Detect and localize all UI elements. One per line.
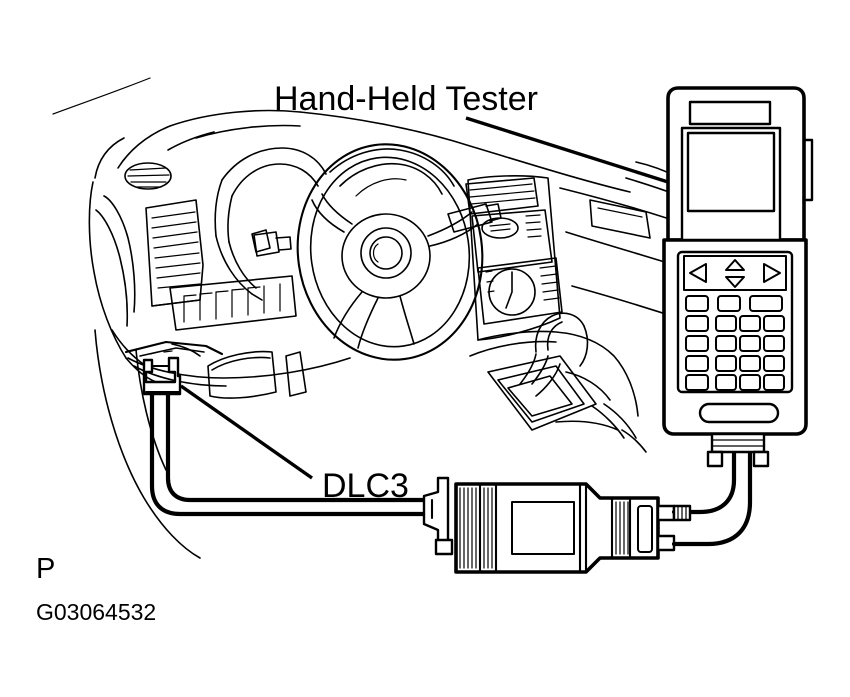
adapter-to-tester-cable <box>671 449 753 547</box>
label-panel <box>511 501 575 555</box>
enter-button[interactable] <box>698 402 780 424</box>
keypad-button[interactable] <box>739 355 761 372</box>
keypad-button[interactable] <box>685 374 709 391</box>
callout-label-dlc3: DLC3 <box>322 467 409 505</box>
glove-box <box>207 350 307 399</box>
keypad-button[interactable] <box>715 315 737 332</box>
steering-wheel-hub <box>341 213 431 299</box>
dlc3-interface-adapter <box>454 482 676 574</box>
keypad-button[interactable] <box>685 355 709 372</box>
dash-underside <box>124 340 351 387</box>
keypad-button[interactable] <box>763 374 785 391</box>
function-button[interactable] <box>717 295 741 312</box>
keypad-grid <box>685 315 785 391</box>
speaker-grille <box>124 162 172 190</box>
function-button[interactable] <box>685 295 709 312</box>
lcd-screen <box>686 131 776 213</box>
windshield-line <box>52 77 151 115</box>
center-stack <box>465 175 563 341</box>
center-console <box>469 312 647 453</box>
speaker-slot <box>688 100 772 126</box>
keypad-button[interactable] <box>763 315 785 332</box>
up-arrow[interactable] <box>725 259 745 271</box>
down-arrow[interactable] <box>725 276 745 288</box>
keypad-button[interactable] <box>685 335 709 352</box>
instrument-cluster <box>214 147 327 301</box>
keypad-button[interactable] <box>715 374 737 391</box>
keypad-button[interactable] <box>763 335 785 352</box>
tester-cable-connector <box>610 496 676 560</box>
audio-head-unit <box>471 209 553 273</box>
leader-line-dlc3 <box>180 384 313 480</box>
scan-tool-device <box>662 86 814 468</box>
keypad-button[interactable] <box>715 335 737 352</box>
vent-ribs <box>459 482 498 574</box>
keypad-button[interactable] <box>763 355 785 372</box>
leader-line-hand-held-tester <box>465 116 669 184</box>
shift-lever <box>534 312 589 367</box>
keypad-button[interactable] <box>739 335 761 352</box>
function-button[interactable] <box>749 295 783 312</box>
dlc3-cable-connector <box>422 476 454 556</box>
side-air-vent <box>145 199 204 307</box>
callout-leader-lines <box>180 116 669 480</box>
callout-label-hand-held-tester: Hand-Held Tester <box>274 80 538 118</box>
keypad-button[interactable] <box>739 374 761 391</box>
dlc3-to-adapter-cable <box>149 391 427 517</box>
cable-port <box>706 432 770 468</box>
dlc3-connector <box>142 356 182 396</box>
keypad-button[interactable] <box>739 315 761 332</box>
figure-code: G03064532 <box>36 599 156 625</box>
left-arrow[interactable] <box>689 263 707 283</box>
switch-panel <box>169 275 297 331</box>
footwell-contour <box>94 329 201 559</box>
direction-pad <box>683 255 787 291</box>
right-arrow[interactable] <box>763 263 781 283</box>
center-air-vents <box>465 177 539 215</box>
steering-wheel <box>296 143 502 361</box>
function-button-row <box>685 295 783 312</box>
dashboard-top <box>88 109 631 359</box>
keypad-button[interactable] <box>685 315 709 332</box>
page-marker: P <box>36 553 55 585</box>
turn-signal-stalk <box>251 229 271 253</box>
hvac-control-dial <box>477 257 563 325</box>
keypad-button[interactable] <box>715 355 737 372</box>
